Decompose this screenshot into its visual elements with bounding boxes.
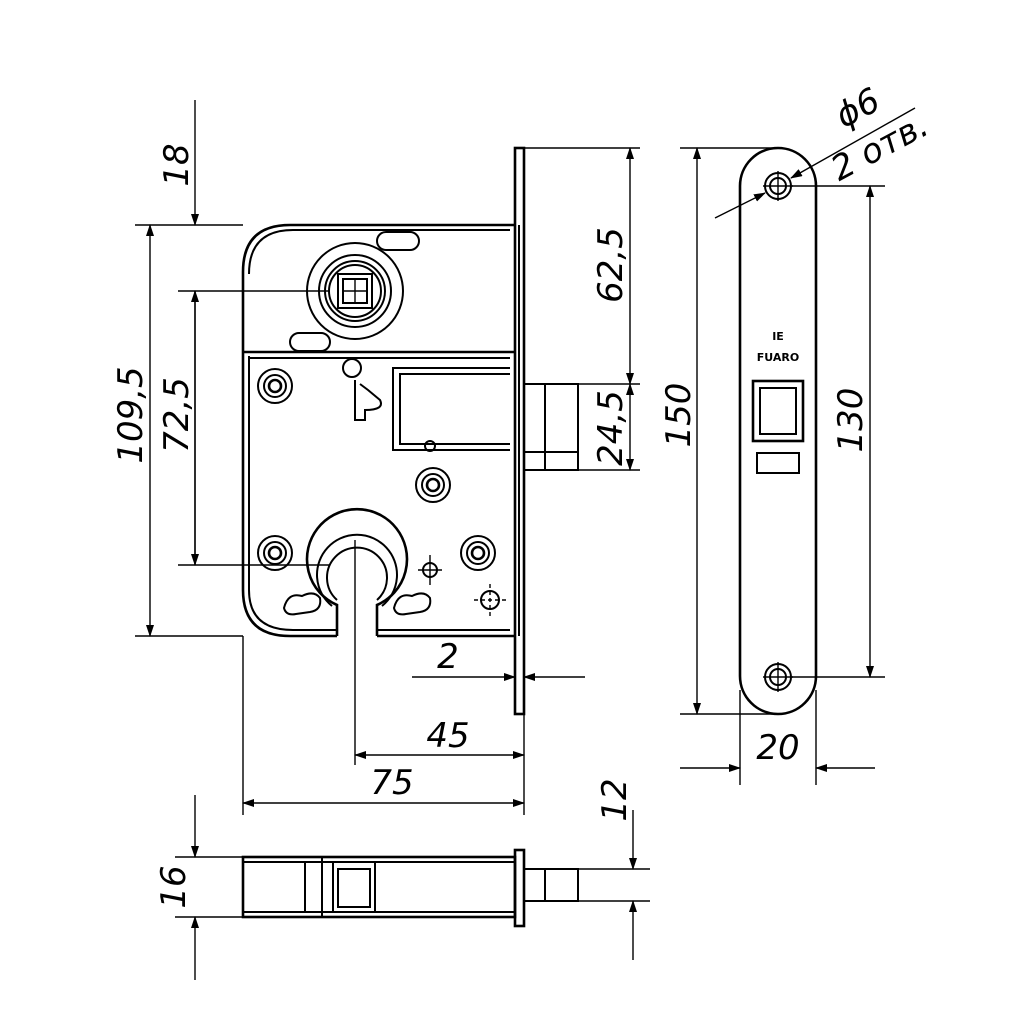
screw-hole [257,535,293,571]
dim-label-18: 18 [157,143,197,186]
dim-label-12: 12 [595,778,635,821]
faceplate-hole-bottom [763,662,793,692]
logo-mark: IE [772,330,784,343]
dim-label-130: 130 [831,388,871,453]
dimension-75: 75 [242,636,525,815]
latch-mechanism [342,358,510,452]
dimension-16: 16 [154,795,243,980]
lock-body-front-view [241,223,515,638]
screw-holes [257,368,496,571]
center-lines [178,290,356,765]
dimension-2: 2 [412,636,585,690]
dim-label-45: 45 [426,716,469,756]
dimension-12: 12 [578,778,650,960]
dimension-24-5: 24,5 [578,383,640,471]
logo-brand: FUARO [757,351,799,364]
screw-hole [415,467,451,503]
dimension-18: 18 [135,100,243,565]
dimension-150: 150 [659,147,778,715]
latch-bolt [524,383,579,471]
dim-label-20: 20 [756,728,799,768]
dim-label-150: 150 [659,383,699,448]
dim-label-24-5: 24,5 [591,390,631,466]
dimension-109-5: 109,5 [111,224,243,637]
dimension-20: 20 [680,690,875,785]
dim-label-16: 16 [154,865,194,908]
dim-label-2: 2 [437,637,459,677]
faceplate-edge [513,146,526,716]
cylinder-cutout [282,507,506,636]
screw-hole [460,535,496,571]
dimension-hole-diameter: ϕ6 2 отв. [714,80,935,219]
screw-hole [257,368,293,404]
dim-label-62-5: 62,5 [591,227,631,303]
dim-label-75: 75 [370,763,413,803]
dim-label-72-5: 72,5 [157,377,197,453]
faceplate-hole-top [763,171,793,201]
dimension-72-5: 72,5 [157,290,199,566]
dimension-130: 130 [792,185,885,678]
dim-label-109-5: 109,5 [111,366,151,463]
dimension-45: 45 [354,714,525,765]
faceplate-front-view: IE FUARO [738,146,818,716]
dimension-62-5: 62,5 [524,147,640,385]
lock-body-top-view [241,848,579,928]
